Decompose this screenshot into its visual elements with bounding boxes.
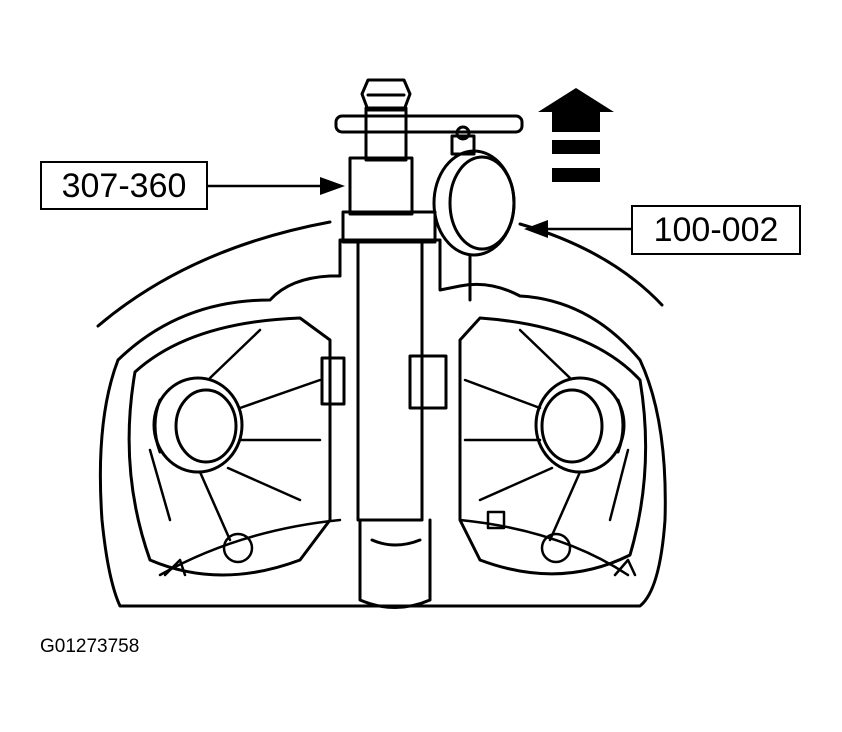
hex-nut [360, 78, 412, 112]
figure-id: G01273758 [40, 636, 140, 657]
t-handle [334, 114, 524, 134]
bottom-cover [158, 510, 637, 577]
ribs-right [463, 328, 630, 542]
leader-307 [206, 177, 345, 195]
leader-100 [524, 220, 633, 238]
dial-indicator [432, 125, 516, 302]
pinion-boss [358, 518, 432, 609]
lift-arrow-icon [538, 88, 614, 182]
callout-307-360: 307-360 [40, 161, 208, 210]
callout-100-002: 100-002 [631, 205, 801, 255]
housing-inner-left [127, 316, 332, 577]
block-left [320, 356, 346, 406]
housing-outline [98, 238, 667, 608]
outer-arc-left [96, 220, 332, 328]
right-bearing [534, 376, 626, 474]
block-right [408, 354, 448, 410]
ribs-left [148, 328, 322, 542]
tool-shaft [341, 78, 437, 522]
housing-inner-right [458, 316, 648, 576]
left-bearing [152, 376, 244, 474]
